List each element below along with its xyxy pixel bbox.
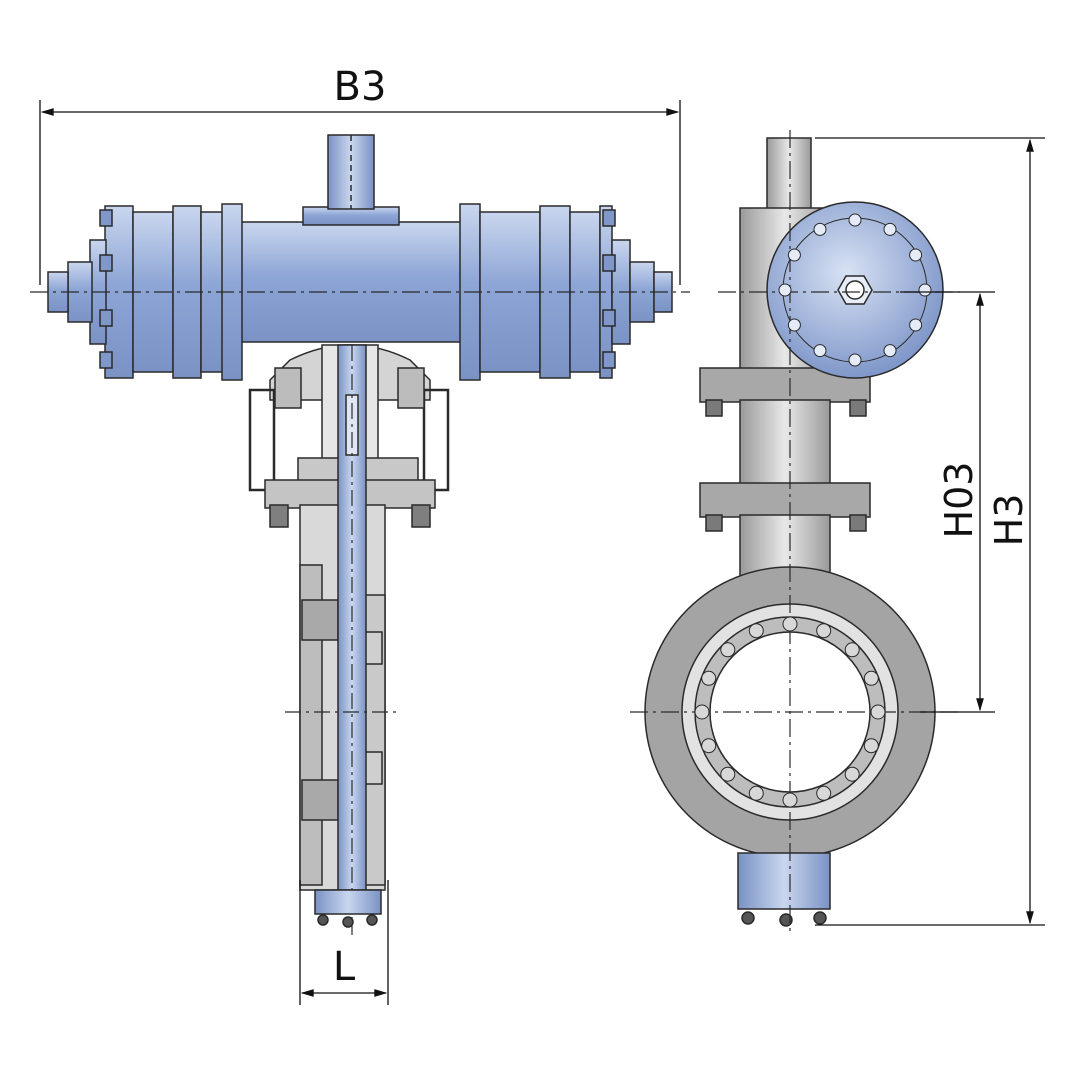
actuator-bolt <box>848 353 862 367</box>
flange-bolt <box>863 738 879 754</box>
actuator-body <box>239 221 481 343</box>
actuator-bolt <box>787 318 801 332</box>
flange-bolt <box>748 623 764 639</box>
front-view <box>30 134 690 935</box>
flange-bolt <box>720 766 736 782</box>
flange-bolt <box>863 670 879 686</box>
flange-bolt <box>844 766 860 782</box>
actuator-bolt <box>778 283 792 297</box>
actuator-bolt <box>848 213 862 227</box>
dimension-label-b3: B3 <box>334 64 387 110</box>
flange-bolt <box>748 785 764 801</box>
flange-bolt <box>870 704 886 720</box>
flange-bolt <box>782 616 798 632</box>
side-view <box>630 130 960 935</box>
bottom-cap <box>314 889 382 915</box>
flange-bolt <box>701 738 717 754</box>
flange-bolt <box>844 642 860 658</box>
flange-bolt <box>782 792 798 808</box>
dimension-label-h3: H3 <box>987 494 1031 547</box>
dimensions <box>39 100 1045 1005</box>
actuator-bolt <box>883 222 897 236</box>
actuator-bolt <box>813 222 827 236</box>
actuator-bolt <box>813 344 827 358</box>
flange-bolt <box>816 785 832 801</box>
flange-bolt <box>720 642 736 658</box>
actuator-bolt <box>909 318 923 332</box>
flange-bolt <box>694 704 710 720</box>
actuator-bolt <box>883 344 897 358</box>
actuator-bolt <box>909 248 923 262</box>
dimension-label-l: L <box>333 944 356 990</box>
flange-bolt <box>816 623 832 639</box>
bolt-circles <box>694 213 932 808</box>
dimension-label-h03: H03 <box>937 462 981 539</box>
actuator-bolt <box>918 283 932 297</box>
flange-bolt <box>701 670 717 686</box>
actuator-bolt <box>787 248 801 262</box>
